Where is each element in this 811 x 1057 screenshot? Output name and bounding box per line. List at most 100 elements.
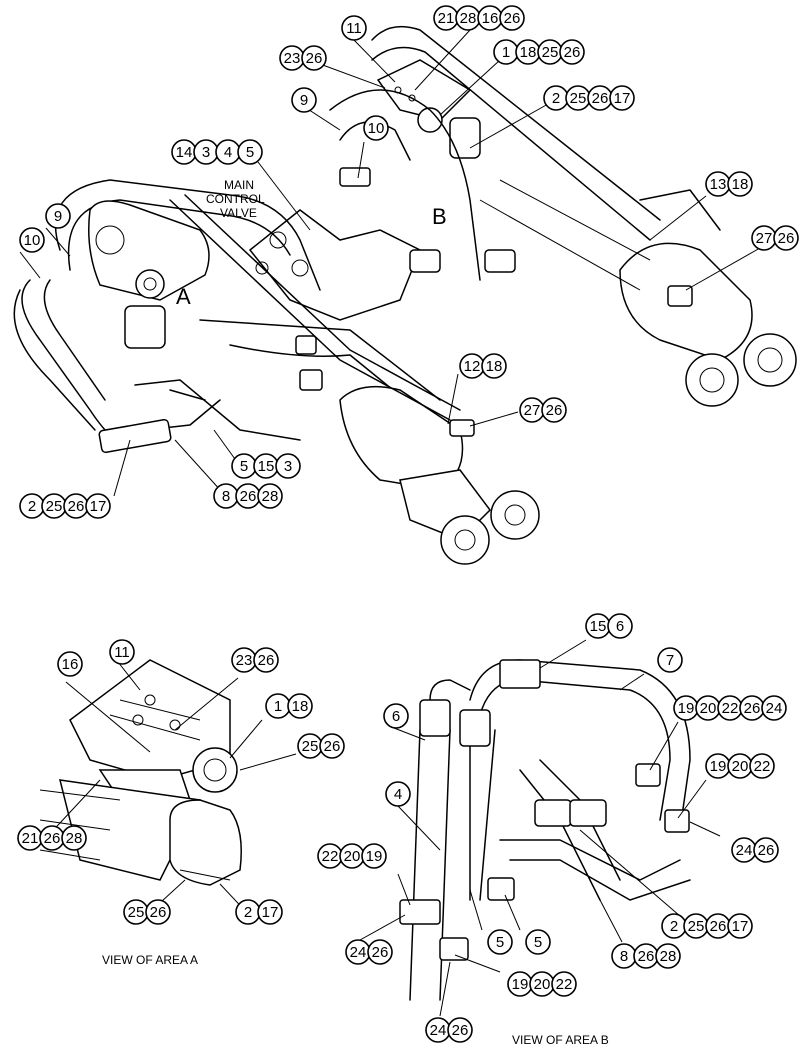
clamp-b3 <box>299 369 323 391</box>
callout-number: 17 <box>262 904 279 921</box>
callout-number: 14 <box>176 144 193 161</box>
callout-number: 17 <box>90 498 107 515</box>
callout-number: 1 <box>502 44 510 61</box>
callout-number: 20 <box>732 758 749 775</box>
callout-number: 18 <box>732 176 749 193</box>
callout-number: 28 <box>660 948 677 965</box>
callout-number: 26 <box>504 10 521 27</box>
callout-number: 27 <box>756 230 773 247</box>
callout-number: 19 <box>366 848 383 865</box>
callout-number: 16 <box>62 656 79 673</box>
callout-number: 11 <box>346 20 362 37</box>
callout-number: 13 <box>710 176 727 193</box>
callout-number: 18 <box>520 44 537 61</box>
callout-circle <box>481 353 507 379</box>
callout-circle <box>727 171 753 197</box>
view-b-leader-lines <box>359 639 721 1017</box>
hose-12 <box>169 199 451 421</box>
callout-group-g9: 13 18 <box>705 171 753 197</box>
callout-circle <box>753 837 779 863</box>
callout-number: 19 <box>512 976 529 993</box>
callout-number: 25 <box>688 918 705 935</box>
callout-circle <box>45 203 71 229</box>
callout-number: 3 <box>202 144 210 161</box>
callout-number: 19 <box>678 700 695 717</box>
main-control-valve-label-1: MAIN <box>224 178 254 192</box>
callout-circle <box>607 613 633 639</box>
callout-circle <box>551 971 577 997</box>
main-assembly-drawing: MAIN CONTROL VALVE A B <box>13 25 797 565</box>
view-b-caption: VIEW OF AREA B <box>512 1033 609 1047</box>
view-area-b-drawing: VIEW OF AREA B <box>399 659 691 1047</box>
callout-number: 26 <box>306 50 323 67</box>
area-a-marker: A <box>176 284 191 309</box>
callout-number: 8 <box>620 948 628 965</box>
callout-number: 2 <box>244 904 252 921</box>
callout-number: 6 <box>392 708 400 725</box>
callout-number: 16 <box>482 10 499 27</box>
callout-number: 26 <box>710 918 727 935</box>
top-valve-block <box>376 59 481 159</box>
callout-number: 26 <box>68 498 85 515</box>
callout-number: 28 <box>66 830 83 847</box>
callout-number: 24 <box>350 944 367 961</box>
callout-number: 20 <box>534 976 551 993</box>
callout-number: 26 <box>638 948 655 965</box>
callout-number: 19 <box>710 758 727 775</box>
callout-circle <box>367 939 393 965</box>
callout-circle <box>525 929 551 955</box>
callout-group-g39: 19 20 22 <box>507 971 577 997</box>
callout-number: 24 <box>766 700 783 717</box>
callout-group-g40: 24 26 <box>425 1017 473 1043</box>
callout-number: 15 <box>258 458 275 475</box>
hose-9-top <box>329 89 481 281</box>
callout-number: 22 <box>556 976 573 993</box>
callout-number: 26 <box>452 1022 469 1039</box>
callout-circle <box>57 651 83 677</box>
callout-number: 27 <box>524 402 541 419</box>
callout-number: 10 <box>24 232 41 249</box>
callout-group-g23: 21 26 28 <box>17 825 87 851</box>
clamp-27 <box>667 285 693 307</box>
callout-circle <box>253 647 279 673</box>
area-a-pump <box>88 200 210 349</box>
clamp-b <box>484 249 516 273</box>
callout-circle <box>773 225 799 251</box>
callout-circle <box>363 115 389 141</box>
callout-number: 26 <box>44 830 61 847</box>
callout-number: 22 <box>754 758 771 775</box>
callout-group-g36: 5 <box>525 929 551 955</box>
callout-circle <box>257 899 283 925</box>
callout-number: 21 <box>22 830 39 847</box>
callout-number: 20 <box>700 700 717 717</box>
callout-circle <box>301 45 327 71</box>
callout-number: 25 <box>128 904 145 921</box>
callout-number: 9 <box>54 208 62 225</box>
callout-group-g19: 16 <box>57 651 83 677</box>
callout-circle <box>447 1017 473 1043</box>
callout-circle <box>761 695 787 721</box>
callout-number: 26 <box>564 44 581 61</box>
callout-number: 3 <box>284 458 292 475</box>
callout-number: 9 <box>300 92 308 109</box>
callout-circle <box>383 703 409 729</box>
view-area-a-drawing: VIEW OF AREA A <box>39 659 242 967</box>
callout-number: 24 <box>430 1022 447 1039</box>
callout-circle <box>727 913 753 939</box>
callout-number: 26 <box>778 230 795 247</box>
callout-number: 1 <box>274 698 282 715</box>
callout-number: 5 <box>534 934 542 951</box>
callout-circle <box>109 639 135 665</box>
callout-circle <box>487 929 513 955</box>
callout-group-g30: 19 20 22 <box>705 753 775 779</box>
callout-number: 18 <box>486 358 503 375</box>
